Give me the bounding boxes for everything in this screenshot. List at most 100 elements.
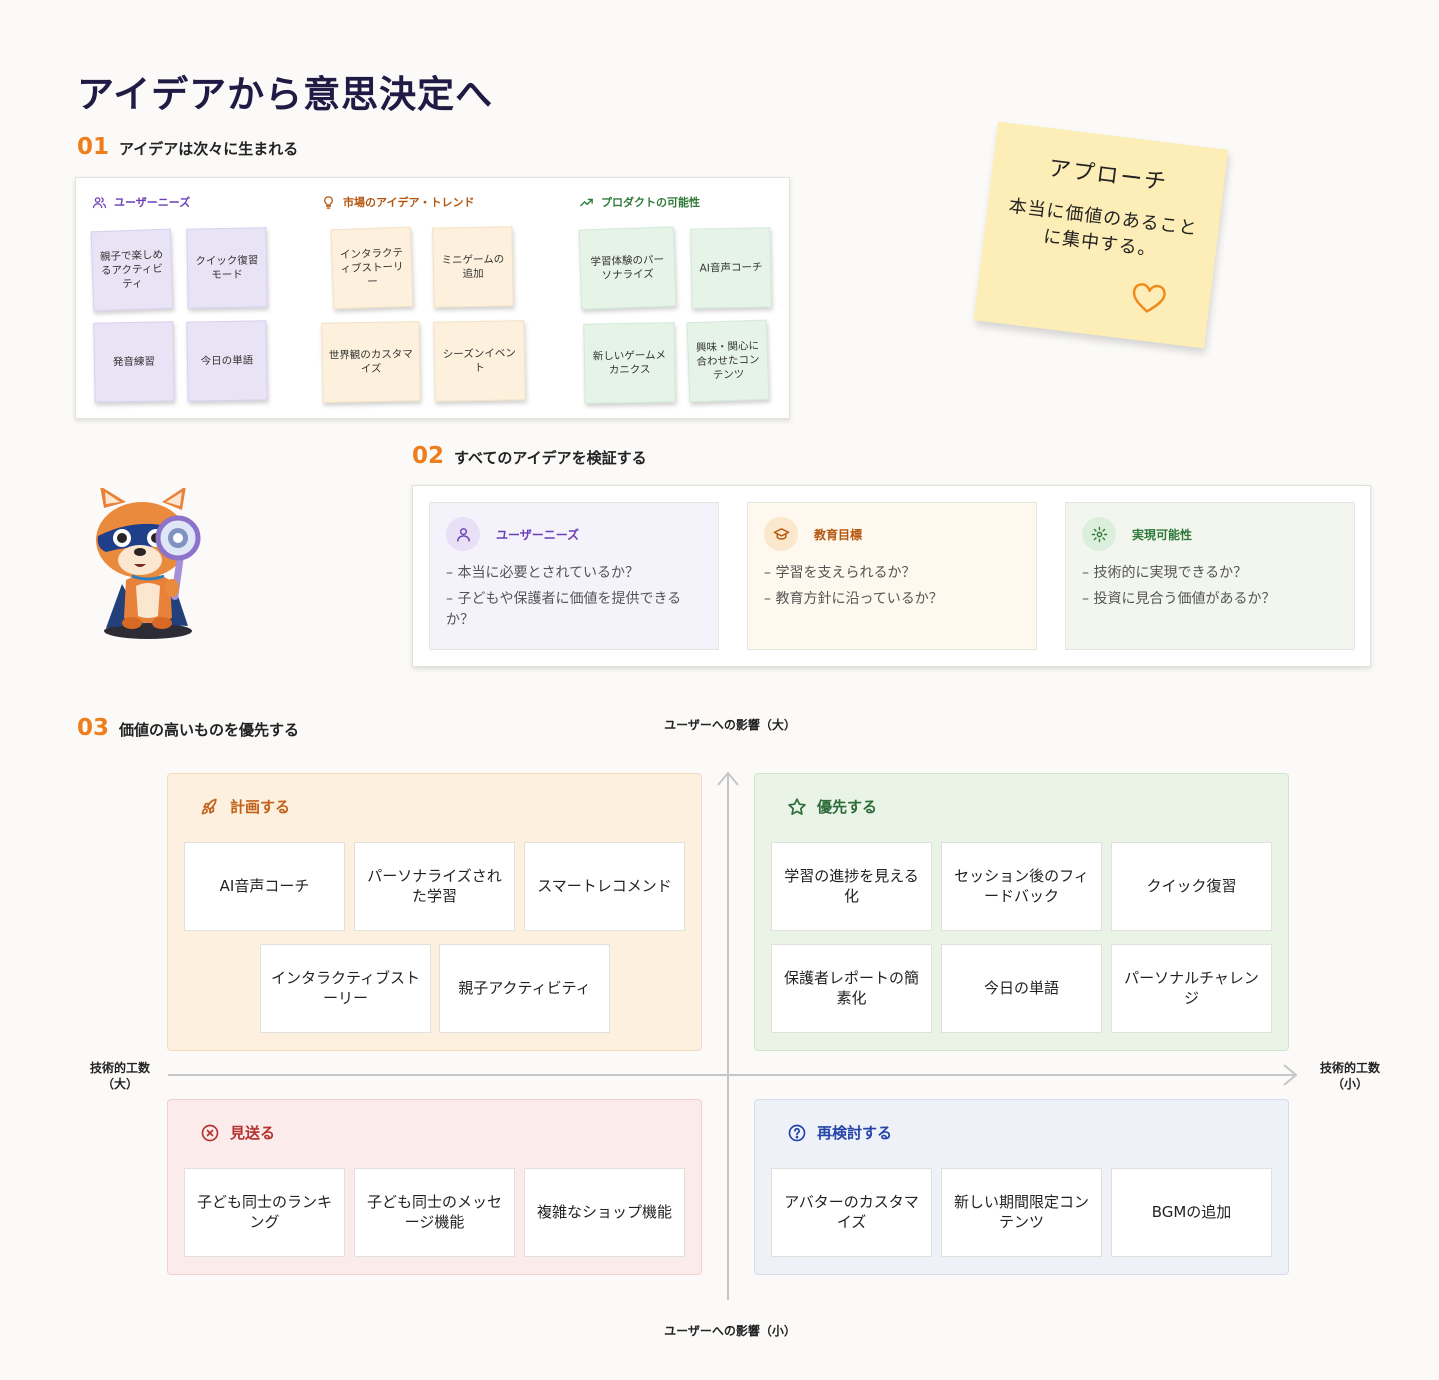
sticky-note: 興味・関心に合わせたコンテンツ xyxy=(686,319,770,403)
criterion-user-needs: ユーザーニーズ – 本当に必要とされているか？ – 子どもや保護者に価値を提供で… xyxy=(429,502,719,650)
section-title: 価値の高いものを優先する xyxy=(119,721,300,739)
quadrant-title: 優先する xyxy=(817,798,878,816)
sticky-note: ミニゲームの追加 xyxy=(432,226,514,308)
section-1-heading: 01 アイデアは次々に生まれる xyxy=(77,134,298,160)
star-icon xyxy=(788,797,806,815)
sticky-note: シーズンイベント xyxy=(433,320,526,402)
column-header-user-needs: ユーザーニーズ xyxy=(92,194,190,210)
criterion-title: 教育目標 xyxy=(814,527,863,542)
idea-card: パーソナライズされた学習 xyxy=(354,842,515,931)
criterion-header: ユーザーニーズ xyxy=(446,517,702,551)
ideas-card: ユーザーニーズ 親子で楽しめるアクティビティ クイック復習モード 発音練習 今日… xyxy=(75,177,790,419)
note-body: 本当に価値のあること に集中する。 xyxy=(999,193,1204,269)
fox-mascot-illustration xyxy=(96,488,201,639)
idea-card: 子ども同士のメッセージ機能 xyxy=(354,1168,515,1257)
idea-card: セッション後のフィードバック xyxy=(941,842,1102,931)
criterion-question: – 教育方針に沿っているか？ xyxy=(764,591,943,607)
axis-label-line: 技術的工数 xyxy=(1319,1061,1380,1075)
quadrant-title: 再検討する xyxy=(817,1124,893,1142)
rocket-icon xyxy=(201,798,217,814)
axis-arrow-up xyxy=(717,771,739,786)
quadrant-header: 計画する xyxy=(200,796,290,817)
column-title: プロダクトの可能性 xyxy=(601,196,700,209)
axis-label-bottom: ユーザーへの影響（小） xyxy=(664,1324,796,1338)
sticky-note: 世界観のカスタマイズ xyxy=(321,321,421,403)
axis-label-line: （大） xyxy=(101,1077,138,1092)
sticky-note: 学習体験のパーソナライズ xyxy=(578,226,677,310)
quadrant-reconsider: 再検討する アバターのカスタマイズ 新しい期間限定コンテンツ BGMの追加 xyxy=(754,1099,1289,1275)
section-3-heading: 03 価値の高いものを優先する xyxy=(77,715,299,741)
criterion-title: ユーザーニーズ xyxy=(496,527,580,542)
sticky-note: 親子で楽しめるアクティビティ xyxy=(90,228,174,312)
gear-icon xyxy=(1082,517,1116,551)
page-title: アイデアから意思決定へ xyxy=(77,73,494,116)
idea-card: 新しい期間限定コンテンツ xyxy=(941,1168,1102,1257)
sticky-note: クイック復習モード xyxy=(186,227,268,309)
criterion-question: – 本当に必要とされているか？ xyxy=(446,565,640,581)
quadrant-header: 優先する xyxy=(787,796,877,817)
idea-card: 今日の単語 xyxy=(941,944,1102,1033)
axis-label-line: 技術的工数 xyxy=(89,1061,150,1075)
criterion-question: – 子どもや保護者に価値を提供できるか？ xyxy=(446,591,682,628)
idea-card: 親子アクティビティ xyxy=(439,944,610,1033)
criterion-question: – 投資に見合う価値があるか？ xyxy=(1082,591,1276,607)
quadrant-prioritize: 優先する 学習の進捗を見える化 セッション後のフィードバック クイック復習 保護… xyxy=(754,773,1289,1051)
sticky-note: 新しいゲームメカニクス xyxy=(583,322,676,404)
heart-icon xyxy=(1132,283,1166,313)
section-title: アイデアは次々に生まれる xyxy=(119,140,299,158)
idea-card: AI音声コーチ xyxy=(184,842,345,931)
axis-arrow-right xyxy=(1283,1064,1298,1086)
sticky-note: 発音練習 xyxy=(93,321,175,403)
idea-card: パーソナルチャレンジ xyxy=(1111,944,1272,1033)
section-number: 02 xyxy=(412,443,445,469)
section-title: すべてのアイデアを検証する xyxy=(454,449,647,467)
criterion-feasibility: 実現可能性 – 技術的に実現できるか？ – 投資に見合う価値があるか？ xyxy=(1065,502,1355,650)
x-circle-icon xyxy=(201,1124,219,1141)
section-2-heading: 02 すべてのアイデアを検証する xyxy=(412,443,647,469)
column-header-market: 市場のアイデア・トレンド xyxy=(321,194,474,210)
column-header-product: プロダクトの可能性 xyxy=(579,194,700,210)
idea-card: アバターのカスタマイズ xyxy=(771,1168,932,1257)
axis-label-left: 技術的工数 （大） xyxy=(80,1060,160,1092)
user-icon xyxy=(446,517,480,551)
idea-card: 子ども同士のランキング xyxy=(184,1168,345,1257)
axis-label-top: ユーザーへの影響（大） xyxy=(664,718,796,732)
question-circle-icon xyxy=(788,1124,806,1141)
sticky-note: AI音声コーチ xyxy=(690,227,772,309)
criterion-education: 教育目標 – 学習を支えられるか？ – 教育方針に沿っているか？ xyxy=(747,502,1037,650)
idea-card: BGMの追加 xyxy=(1111,1168,1272,1257)
sticky-note: 今日の単語 xyxy=(186,320,268,402)
note-title: アプローチ xyxy=(1047,156,1170,196)
quadrant-header: 再検討する xyxy=(787,1122,892,1143)
axis-label-right: 技術的工数 （小） xyxy=(1310,1060,1390,1092)
sticky-note: インタラクティブストーリー xyxy=(330,226,414,310)
column-title: 市場のアイデア・トレンド xyxy=(343,196,475,209)
quadrant-skip: 見送る 子ども同士のランキング 子ども同士のメッセージ機能 複雑なショップ機能 xyxy=(167,1099,702,1275)
lightbulb-icon xyxy=(324,195,333,209)
idea-card: スマートレコメンド xyxy=(524,842,685,931)
idea-card: インタラクティブストーリー xyxy=(260,944,431,1033)
axis-label-line: （小） xyxy=(1331,1077,1368,1092)
criteria-card: ユーザーニーズ – 本当に必要とされているか？ – 子どもや保護者に価値を提供で… xyxy=(412,485,1371,667)
idea-card: 複雑なショップ機能 xyxy=(524,1168,685,1257)
priority-matrix-axes xyxy=(168,771,1298,1300)
idea-card: クイック復習 xyxy=(1111,842,1272,931)
criterion-header: 実現可能性 xyxy=(1082,517,1338,551)
idea-card: 保護者レポートの簡素化 xyxy=(771,944,932,1033)
trending-up-icon xyxy=(580,198,593,206)
section-number: 03 xyxy=(77,715,110,741)
quadrant-plan: 計画する AI音声コーチ パーソナライズされた学習 スマートレコメンド インタラ… xyxy=(167,773,702,1051)
column-title: ユーザーニーズ xyxy=(114,196,191,209)
criterion-header: 教育目標 xyxy=(764,517,1020,551)
quadrant-title: 計画する xyxy=(230,798,291,816)
approach-note: アプローチ 本当に価値のあること に集中する。 xyxy=(973,121,1229,349)
users-icon xyxy=(92,196,107,208)
quadrant-title: 見送る xyxy=(230,1124,276,1142)
criterion-question: – 技術的に実現できるか？ xyxy=(1082,565,1248,581)
graduation-cap-icon xyxy=(764,517,798,551)
section-number: 01 xyxy=(77,134,110,160)
quadrant-header: 見送る xyxy=(200,1122,275,1143)
criterion-title: 実現可能性 xyxy=(1132,527,1193,542)
criterion-question: – 学習を支えられるか？ xyxy=(764,565,916,581)
idea-card: 学習の進捗を見える化 xyxy=(771,842,932,931)
